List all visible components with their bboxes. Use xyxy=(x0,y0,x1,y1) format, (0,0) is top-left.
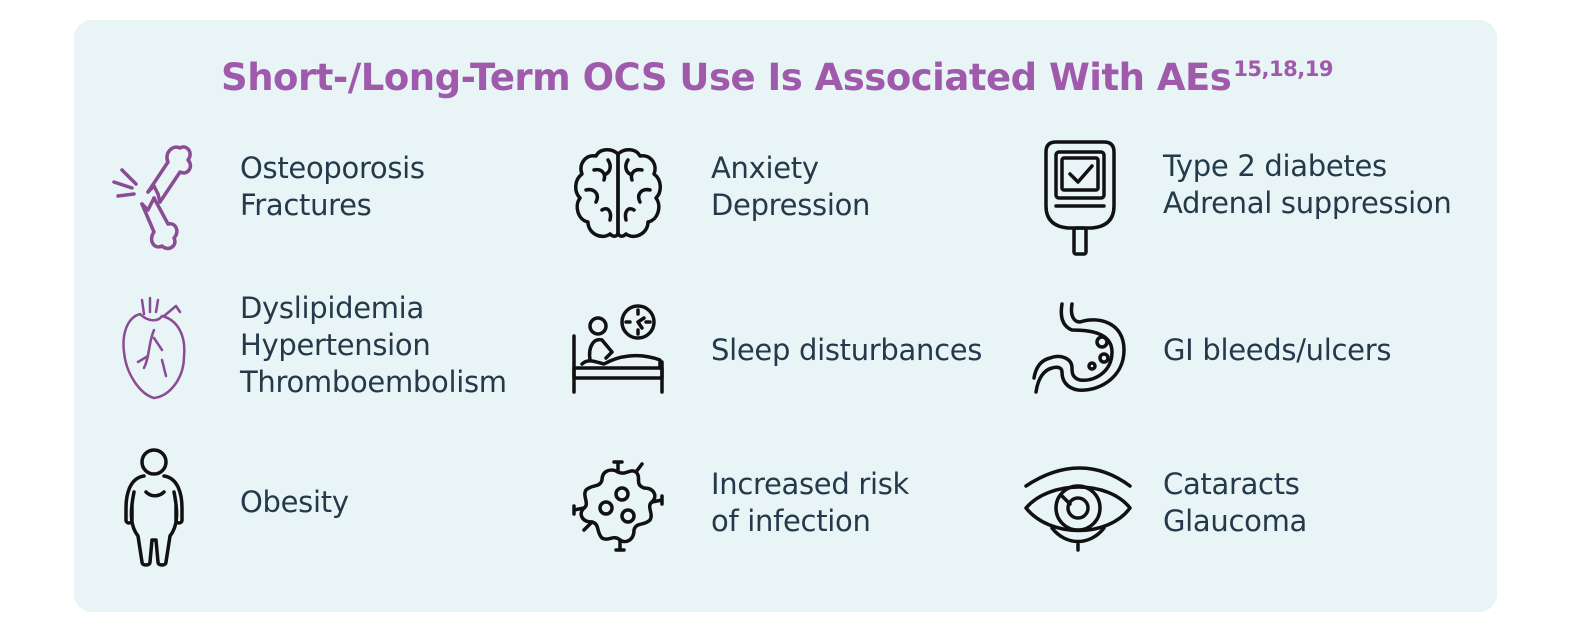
content-panel xyxy=(74,20,1497,612)
person-obesity-icon xyxy=(124,448,184,567)
heart-icon xyxy=(122,296,186,400)
title-references: 15,18,19 xyxy=(1233,57,1333,81)
virus-icon xyxy=(572,460,664,552)
label-obesity: Obesity xyxy=(240,485,349,519)
brain-icon xyxy=(574,148,662,239)
label-stomach: GI bleeds/ulcers xyxy=(1163,333,1392,367)
title-text: Short-/Long-Term OCS Use Is Associated W… xyxy=(221,56,1232,99)
eye-icon xyxy=(1024,466,1132,552)
glucose-meter-icon xyxy=(1044,140,1116,256)
stomach-icon xyxy=(1032,302,1126,394)
page-title: Short-/Long-Term OCS Use Is Associated W… xyxy=(0,56,1554,99)
label-sleep: Sleep disturbances xyxy=(711,333,983,367)
bed-clock-icon xyxy=(572,304,664,394)
broken-bone-icon xyxy=(112,145,193,251)
